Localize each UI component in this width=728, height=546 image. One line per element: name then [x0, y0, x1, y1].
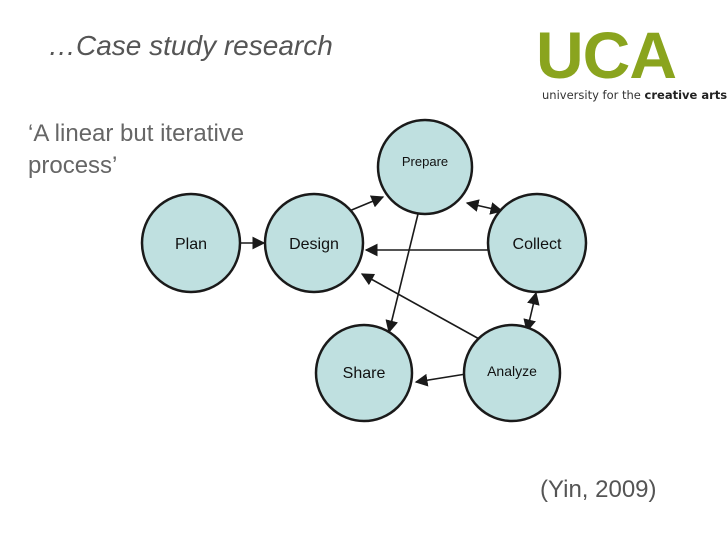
quote-line-2: process’	[28, 152, 118, 179]
node-circle-plan	[140, 192, 242, 294]
node-label-analyze: Analyze	[487, 363, 537, 379]
node-circle-collect	[486, 192, 588, 294]
node-collect: Collect	[486, 192, 588, 294]
edge-prepare-to-share	[385, 213, 419, 334]
node-plan: Plan	[140, 192, 242, 294]
slide-title: …Case study research	[48, 30, 333, 61]
edge-collect-to-analyze	[523, 291, 540, 333]
node-label-share: Share	[343, 365, 386, 382]
logo-tagline-prefix: university for the	[542, 88, 645, 102]
node-design: Design	[263, 192, 365, 294]
edge-analyze-to-design	[360, 273, 482, 341]
node-label-prepare: Prepare	[402, 154, 448, 169]
edge-analyze-to-share	[414, 373, 467, 387]
node-circle-design	[263, 192, 365, 294]
node-label-design: Design	[289, 236, 339, 253]
node-share: Share	[314, 323, 414, 423]
citation: (Yin, 2009)	[540, 476, 657, 503]
quote: ‘A linear but iterative process’	[28, 118, 328, 182]
node-circle-analyze	[462, 323, 562, 423]
edge-prepare-to-collect	[465, 199, 504, 215]
node-circle-share	[314, 323, 414, 423]
node-label-plan: Plan	[175, 236, 207, 253]
node-prepare: Prepare	[376, 118, 474, 216]
logo-tagline: university for the creative arts	[542, 88, 727, 102]
quote-line-1: ‘A linear but iterative	[28, 120, 245, 147]
logo-tagline-bold: creative arts	[644, 88, 728, 102]
uca-logo: UCA university for the creative arts	[536, 22, 727, 102]
node-circle-prepare	[376, 118, 474, 216]
node-label-collect: Collect	[513, 236, 562, 253]
node-analyze: Analyze	[462, 323, 562, 423]
logo-mark: UCA	[536, 18, 677, 92]
